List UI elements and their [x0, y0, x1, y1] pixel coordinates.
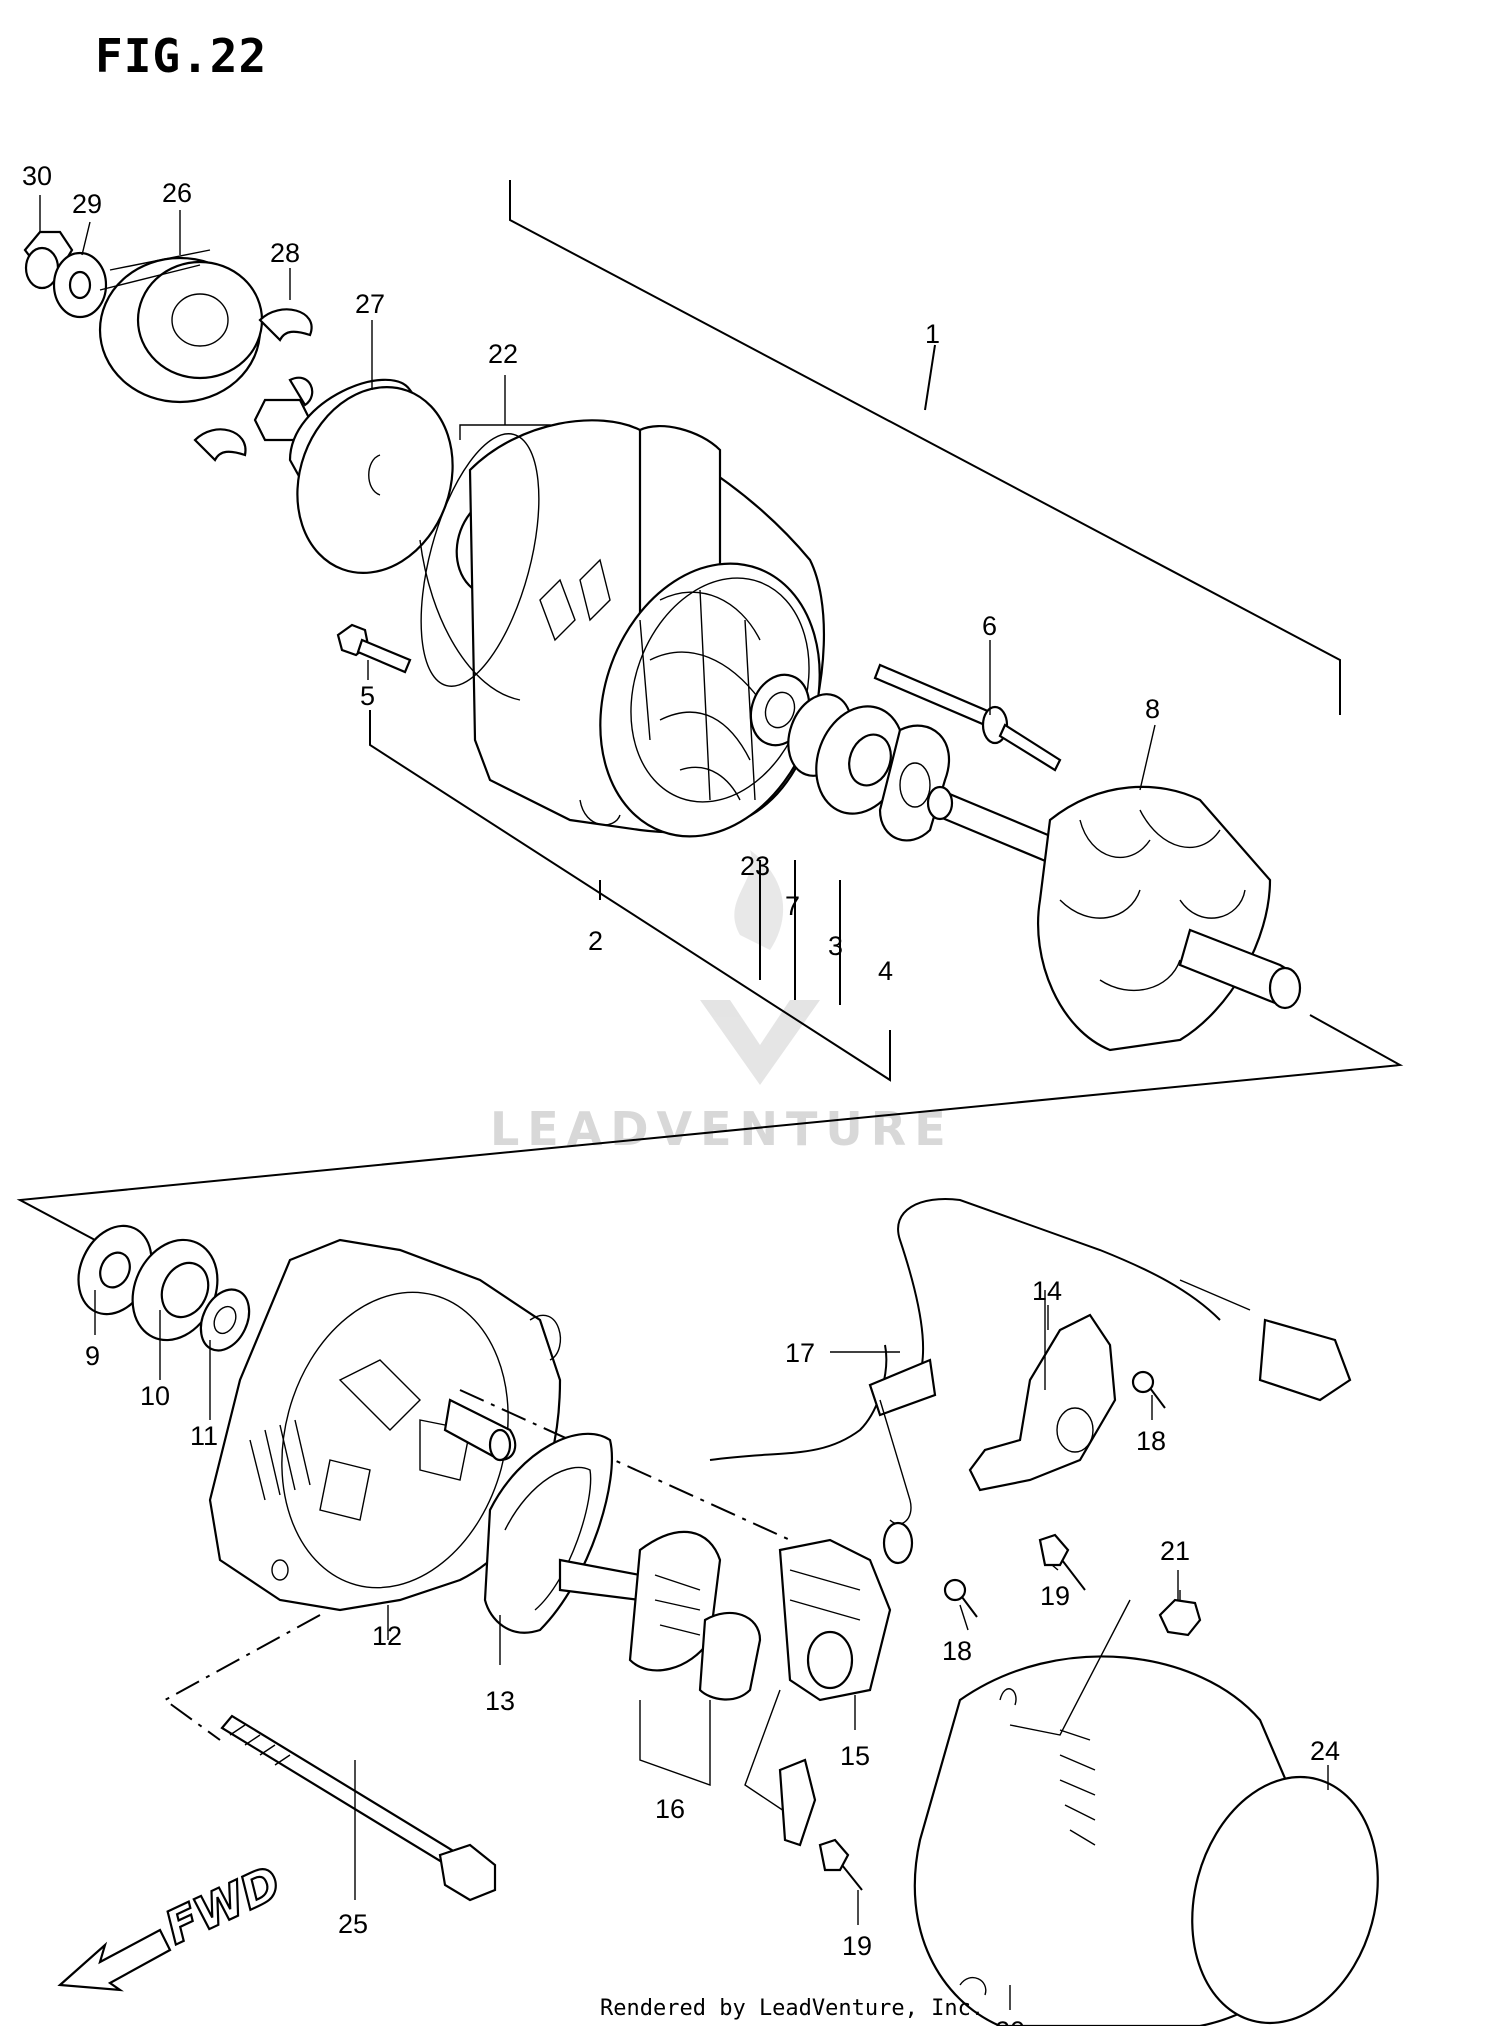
pulley-part: [98, 249, 264, 404]
stud-bolt-part: [873, 663, 1062, 772]
callout-2: 2: [588, 926, 603, 956]
callout-7: 7: [785, 891, 800, 921]
screw-part: [943, 1578, 978, 1618]
regulator-part: [744, 1538, 892, 1847]
terminal-bracket-part: [968, 1290, 1117, 1492]
callout-21: 21: [1160, 1536, 1190, 1566]
assembly-axis-line: [163, 1614, 321, 1741]
callout-11: 11: [190, 1421, 218, 1451]
callout-15: 15: [840, 1741, 870, 1771]
callout-5: 5: [360, 681, 375, 711]
callout-14: 14: [1032, 1276, 1062, 1306]
assembly-connector-line: [16, 1014, 1404, 1241]
callout-23: 23: [740, 851, 770, 881]
brush-holder-part: [558, 1530, 762, 1786]
washer-part: [52, 251, 108, 319]
callout-29: 29: [72, 189, 102, 219]
callout-leader-lines: [39, 195, 1329, 2010]
callout-30: 30: [22, 161, 52, 191]
wire-harness-part: [709, 1198, 1352, 1565]
callout-28: 28: [270, 238, 300, 268]
rear-housing-part: [208, 1238, 562, 1612]
bracket-item-1: [509, 180, 1341, 715]
bolt-part: [1038, 1533, 1086, 1591]
callout-25: 25: [338, 1909, 368, 1939]
arrow-icon: [57, 1928, 172, 1992]
callout-22: 22: [488, 339, 518, 369]
callout-12: 12: [372, 1621, 402, 1651]
callout-labels: 30 29 26 28 27 22 1 5 6 8 2 23 7 3 4 9 1…: [22, 161, 1340, 2026]
callout-9: 9: [85, 1341, 100, 1371]
callout-18-lower: 18: [942, 1636, 972, 1666]
callout-17: 17: [785, 1338, 815, 1368]
callout-26: 26: [162, 178, 192, 208]
callout-20: 20: [995, 2016, 1025, 2026]
callout-8: 8: [1145, 694, 1160, 724]
assembly-axis-line: [459, 1389, 791, 1541]
nut-part: [1158, 1590, 1202, 1637]
fwd-direction-marker: FWD: [57, 1854, 290, 1992]
alternator-housing-part: [419, 419, 826, 838]
bearing-part: [131, 1238, 219, 1342]
fwd-label: FWD: [157, 1855, 289, 1955]
rotor-part: [926, 785, 1302, 1052]
callout-4: 4: [878, 956, 893, 986]
bracket-item-2: [369, 710, 891, 1082]
leadventure-logo-icon: [700, 850, 820, 1085]
render-credit: Rendered by LeadVenture, Inc.: [600, 1996, 984, 2021]
bolt-part: [818, 1838, 863, 1891]
nut-part: [23, 230, 74, 290]
o-ring-part: [420, 433, 540, 687]
callout-3: 3: [828, 931, 843, 961]
callout-10: 10: [140, 1381, 170, 1411]
bolt-part: [336, 623, 412, 674]
callout-18-upper: 18: [1136, 1426, 1166, 1456]
callout-24: 24: [1310, 1736, 1340, 1766]
callout-13: 13: [485, 1686, 515, 1716]
screw-part: [1131, 1370, 1166, 1409]
figure-title: FIG.22: [95, 29, 267, 83]
callout-19-upper: 19: [1040, 1581, 1070, 1611]
collar-part: [199, 1288, 251, 1352]
callout-6: 6: [982, 611, 997, 641]
callout-1: 1: [925, 319, 940, 349]
through-bolt-part: [220, 1714, 497, 1902]
callout-27: 27: [355, 289, 385, 319]
clip-set-part: [193, 308, 314, 462]
callout-16: 16: [655, 1794, 685, 1824]
callout-19-lower: 19: [842, 1931, 872, 1961]
cover-disc-part: [288, 378, 454, 574]
rear-cover-part: [913, 1599, 1379, 2026]
